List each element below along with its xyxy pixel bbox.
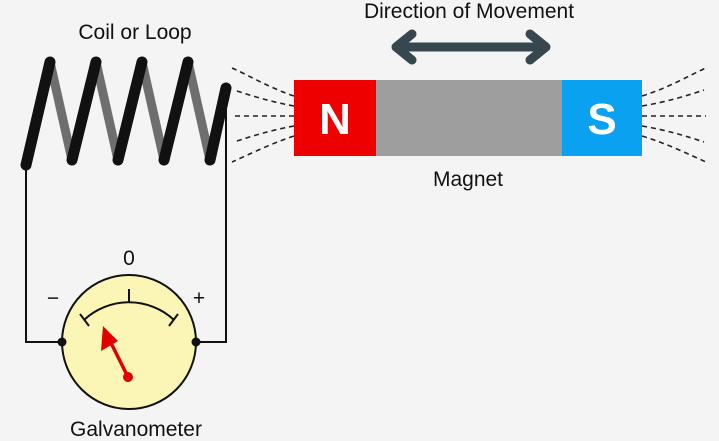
plus-label: +: [193, 287, 205, 310]
north-pole-label: N: [319, 95, 351, 144]
zero-label: 0: [123, 247, 135, 270]
magnet-body: [376, 80, 562, 156]
coil-back-strokes: [45, 57, 215, 165]
field-lines-left: [231, 67, 295, 163]
circuit-wires: [25, 88, 227, 343]
coil-label: Coil or Loop: [78, 21, 191, 44]
coil-front-strokes: [20, 56, 232, 171]
galvanometer-label: Galvanometer: [70, 418, 202, 441]
galvanometer: 0 − +: [47, 247, 205, 410]
galvanometer-needle: [101, 326, 133, 382]
scale-tick-left: [79, 313, 90, 327]
terminal-left: [57, 337, 67, 347]
terminal-right: [191, 337, 201, 347]
scale-tick-right: [168, 313, 179, 327]
double-arrow: [391, 29, 551, 65]
field-lines-right: [641, 67, 707, 163]
north-pole: [294, 80, 376, 156]
minus-label: −: [47, 287, 59, 310]
south-pole-label: S: [587, 95, 616, 144]
bar-magnet: N S: [294, 80, 642, 156]
magnet-label: Magnet: [433, 168, 503, 191]
south-pole: [562, 80, 642, 156]
direction-label: Direction of Movement: [364, 0, 574, 23]
